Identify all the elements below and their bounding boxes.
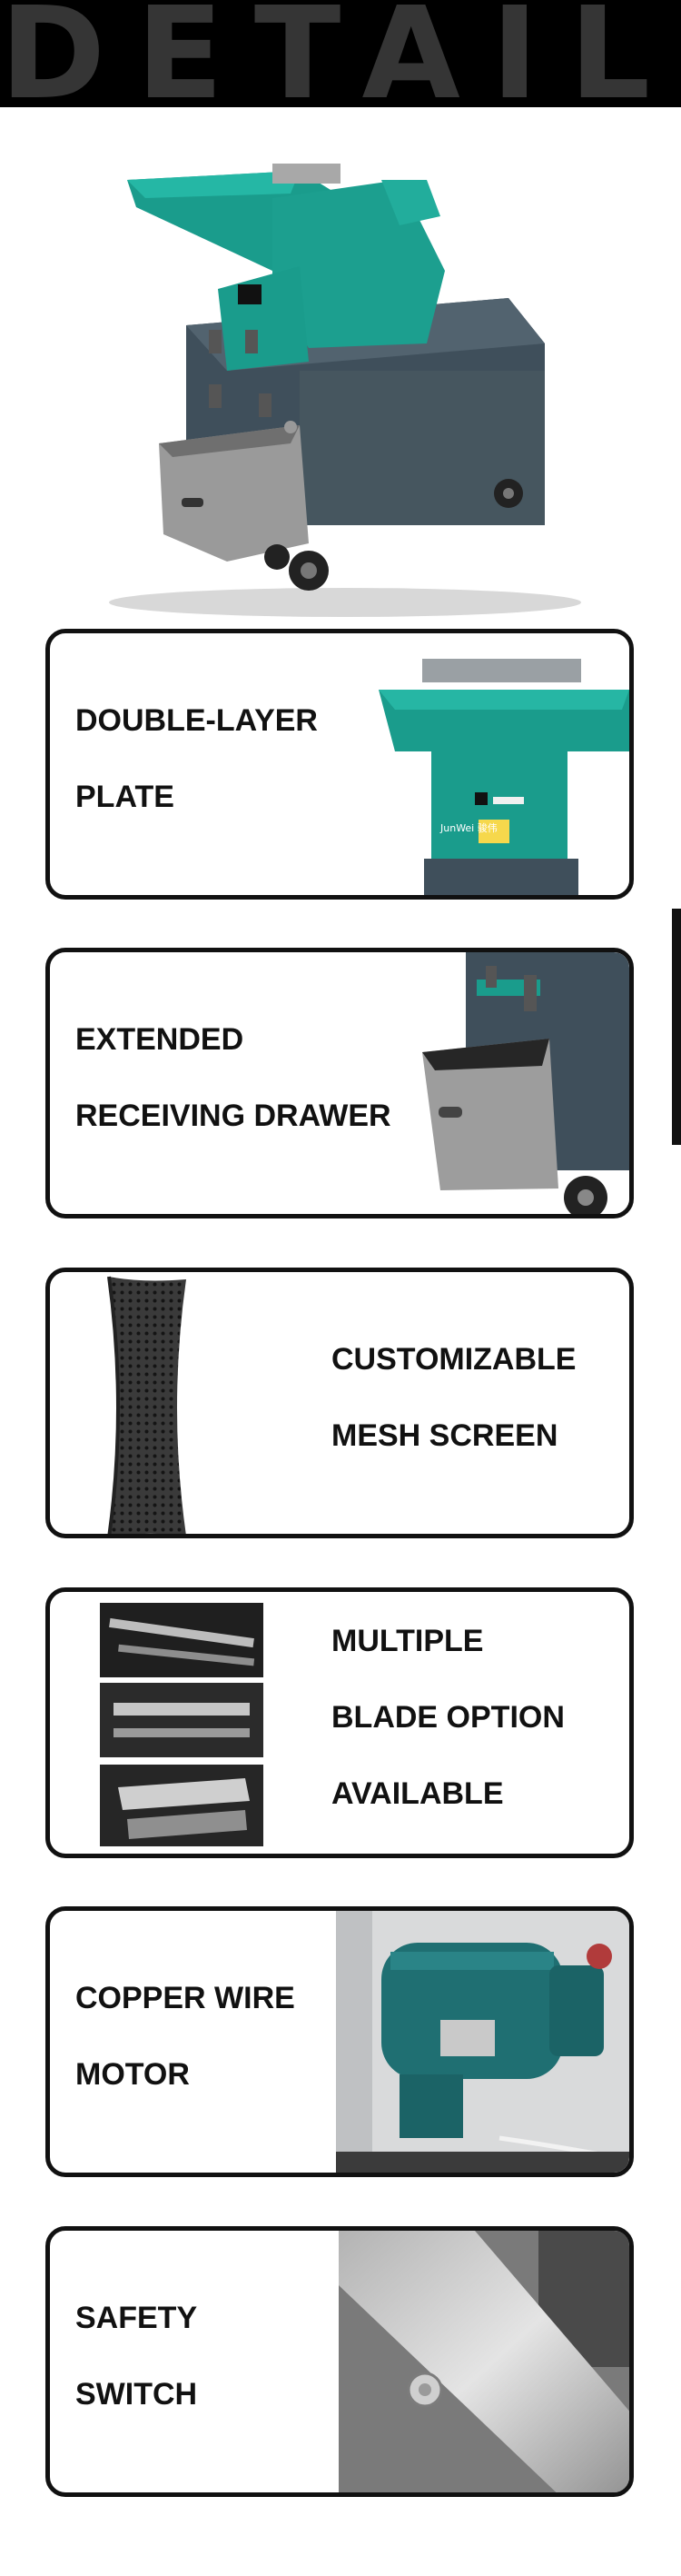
feature-line: RECEIVING DRAWER: [75, 1099, 391, 1133]
feature-line: SWITCH: [75, 2377, 198, 2412]
page-title: DETAIL: [0, 0, 681, 128]
feature-card-copper-wire-motor: COPPER WIRE MOTOR: [45, 1906, 634, 2177]
header-banner: DETAIL: [0, 0, 681, 118]
feature-line: BLADE OPTION: [331, 1700, 565, 1735]
brand-label: JunWei 骏伟: [440, 822, 498, 834]
feature-card-extended-receiving-drawer: EXTENDED RECEIVING DRAWER: [45, 948, 634, 1218]
feature-card-multiple-blade-option: MULTIPLE BLADE OPTION AVAILABLE: [45, 1587, 634, 1858]
feature-text: COPPER WIRE MOTOR: [75, 1960, 295, 2113]
feature-line: MESH SCREEN: [331, 1418, 558, 1453]
mesh-screen-photo: [77, 1272, 250, 1534]
feature-line: EXTENDED: [75, 1022, 244, 1057]
feature-card-customizable-mesh-screen: CUSTOMIZABLE MESH SCREEN: [45, 1268, 634, 1538]
hopper-photo: JunWei 骏伟: [359, 633, 629, 895]
crusher-machine-illustration: [109, 164, 581, 617]
feature-line: CUSTOMIZABLE: [331, 1342, 577, 1377]
feature-line: DOUBLE-LAYER: [75, 703, 318, 738]
motor-photo: [336, 1911, 629, 2173]
drawer-photo: [422, 952, 629, 1214]
feature-text: MULTIPLE BLADE OPTION AVAILABLE: [331, 1603, 565, 1832]
blade-photos: [100, 1592, 268, 1854]
feature-card-safety-switch: SAFETY SWITCH: [45, 2226, 634, 2497]
edge-strip: [672, 909, 681, 1145]
safety-switch-photo: [339, 2231, 629, 2492]
feature-line: AVAILABLE: [331, 1776, 504, 1811]
feature-line: COPPER WIRE: [75, 1981, 295, 2015]
feature-text: EXTENDED RECEIVING DRAWER: [75, 1001, 391, 1154]
hero-machine-image: [0, 107, 681, 625]
feature-line: SAFETY: [75, 2301, 198, 2335]
feature-line: MULTIPLE: [331, 1624, 484, 1658]
feature-line: PLATE: [75, 780, 174, 814]
feature-text: CUSTOMIZABLE MESH SCREEN: [331, 1321, 576, 1474]
feature-card-double-layer-plate: DOUBLE-LAYER PLATE JunWei 骏伟: [45, 629, 634, 900]
feature-text: DOUBLE-LAYER PLATE: [75, 682, 318, 835]
feature-line: MOTOR: [75, 2057, 190, 2092]
feature-text: SAFETY SWITCH: [75, 2280, 197, 2432]
